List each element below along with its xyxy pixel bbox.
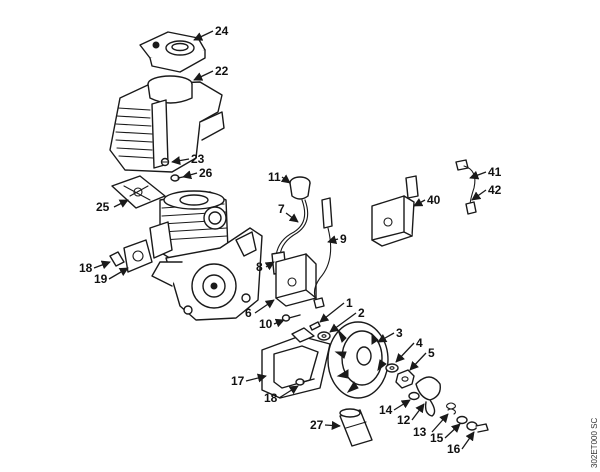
- part-11-spark-plug-boot: [289, 176, 311, 200]
- part-25-gasket: [111, 175, 166, 209]
- part-16-pawl-pin: [466, 421, 489, 433]
- callout-42: 42: [488, 183, 502, 197]
- part-23-screw: [160, 157, 170, 167]
- callout-19: 19: [94, 272, 108, 286]
- callout-labels: 24 22 23 26 25 18 19 11 7 9 8 6 10 1 2 3…: [79, 24, 502, 456]
- part-18-screw-left: [109, 251, 125, 267]
- part-18-screw-lower: [295, 378, 315, 386]
- part-7-ignition-lead: [275, 199, 309, 257]
- callout-2: 2: [358, 306, 365, 320]
- drawing-code: 302ET000 SC: [590, 418, 599, 468]
- callout-6: 6: [245, 306, 252, 320]
- part-14-washer: [408, 391, 420, 401]
- callout-41: 41: [488, 165, 502, 179]
- part-9-ground-lead: [313, 197, 333, 309]
- part-24-intake-cap: [139, 31, 206, 73]
- callout-16: 16: [447, 442, 461, 456]
- part-17-baffle-plate: [261, 327, 331, 399]
- callout-10: 10: [259, 317, 273, 331]
- callout-13: 13: [413, 425, 427, 439]
- callout-1: 1: [346, 296, 353, 310]
- callout-40: 40: [427, 193, 441, 207]
- callout-15: 15: [430, 431, 444, 445]
- callout-12: 12: [397, 413, 411, 427]
- callout-9: 9: [340, 232, 347, 246]
- part-5-nut: [395, 369, 415, 389]
- part-6-ignition-module: [275, 253, 317, 307]
- callout-24: 24: [215, 24, 229, 38]
- leader-lines: [93, 30, 487, 450]
- part-19-plate: [123, 239, 153, 273]
- callout-11: 11: [268, 170, 281, 184]
- part-41-wire-lead: [455, 159, 476, 207]
- callout-25: 25: [96, 200, 110, 214]
- callout-14: 14: [379, 403, 393, 417]
- part-13-spring: [445, 402, 457, 415]
- callout-3: 3: [396, 326, 403, 340]
- part-10-screw: [281, 314, 301, 322]
- part-42-connector: [465, 201, 477, 215]
- part-2-washer: [317, 331, 331, 341]
- shroud-vent-slots: [115, 107, 154, 159]
- callout-18-upper: 18: [79, 261, 93, 275]
- part-12-pawl: [415, 376, 441, 417]
- part-22-shroud: [109, 75, 225, 173]
- part-40-module: [371, 175, 419, 247]
- part-15-washer: [456, 415, 468, 425]
- part-1-key: [309, 321, 321, 331]
- callout-18-lower: 18: [264, 391, 278, 405]
- part-27-sleeve: [339, 408, 373, 447]
- callout-5: 5: [428, 346, 435, 360]
- part-3-flywheel: [327, 321, 389, 399]
- callout-26: 26: [199, 166, 213, 180]
- part-4-washer: [385, 363, 399, 373]
- callout-4: 4: [416, 336, 423, 350]
- callout-17: 17: [231, 374, 245, 388]
- engine-cylinder-crankcase: [149, 190, 263, 321]
- callout-23: 23: [191, 152, 205, 166]
- callout-7: 7: [278, 202, 285, 216]
- callout-8: 8: [256, 260, 263, 274]
- callout-27: 27: [310, 418, 324, 432]
- callout-22: 22: [215, 64, 229, 78]
